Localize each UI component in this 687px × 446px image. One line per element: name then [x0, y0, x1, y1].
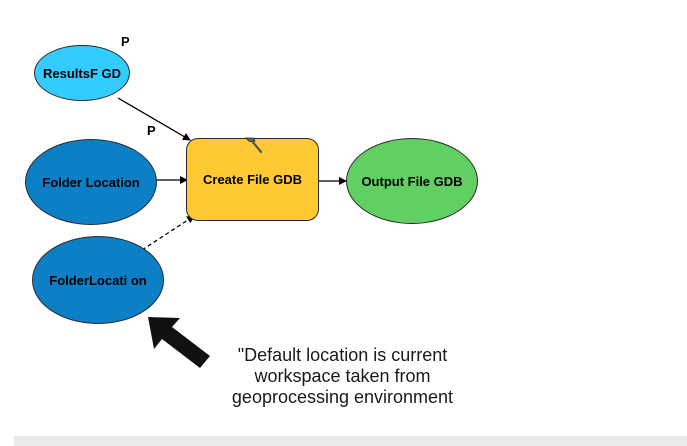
annotation-line: geoprocessing environment: [231, 387, 454, 407]
connector-resultsfgd-to-create-file-gdb: [117, 97, 191, 141]
annotation-line: workspace taken from: [254, 366, 431, 386]
connector-folderlocation-to-create-file-gdb: [141, 215, 195, 251]
node-resultsfgd-label: ResultsF GD: [42, 65, 121, 81]
node-resultsfgd[interactable]: ResultsF GD: [34, 45, 130, 101]
parameter-marker: P: [121, 34, 130, 49]
hammer-icon: [245, 137, 263, 154]
parameter-marker: P: [147, 123, 156, 138]
node-folder-location-label: Folder Location: [42, 174, 140, 190]
annotation-text: "Default location is current workspace t…: [205, 345, 480, 408]
node-folderlocation[interactable]: FolderLocati on: [32, 236, 164, 324]
node-output-file-gdb[interactable]: Output File GDB: [346, 138, 478, 224]
annotation-arrow: [148, 317, 210, 368]
node-output-file-gdb-label: Output File GDB: [361, 173, 463, 189]
annotation-line: "Default location is current: [237, 345, 448, 365]
horizontal-scrollbar[interactable]: [14, 436, 687, 446]
node-folderlocation-label: FolderLocati on: [49, 272, 147, 288]
node-create-file-gdb-label: Create File GDB: [203, 172, 302, 187]
node-create-file-gdb[interactable]: Create File GDB: [186, 138, 319, 221]
node-folder-location[interactable]: Folder Location: [25, 139, 157, 225]
